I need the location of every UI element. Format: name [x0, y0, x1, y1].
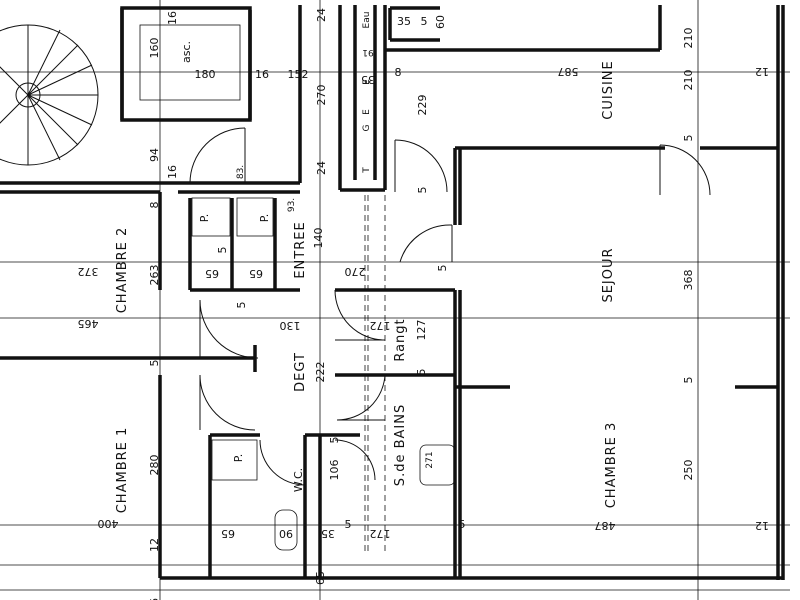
dim-400: 400	[98, 517, 119, 530]
dim-24b: 24	[315, 161, 328, 175]
label-entree: ENTREE	[293, 221, 308, 278]
dim-263: 263	[148, 265, 161, 286]
dim-60: 60	[434, 15, 447, 29]
dim-8b: 8	[395, 66, 402, 79]
dim-5l: 5	[235, 302, 248, 309]
dim-210: 210	[682, 70, 695, 91]
label-t: T	[362, 167, 372, 174]
room-labels: CHAMBRE 2 CHAMBRE 1 CHAMBRE 3 SEJOUR CUI…	[115, 12, 619, 514]
dim-172a: 172	[370, 527, 391, 540]
dim-180: 180	[195, 68, 216, 81]
dim-250: 250	[682, 460, 695, 481]
label-rangt: Rangt	[393, 318, 408, 361]
dim-140: 140	[312, 228, 325, 249]
dim-16b: 16	[255, 68, 269, 81]
walls	[0, 5, 785, 580]
dim-16a: 16	[166, 11, 179, 25]
dim-229: 229	[416, 95, 429, 116]
dim-90: 90	[279, 527, 293, 540]
dim-16d: 16	[148, 598, 161, 600]
dim-210b: 210	[682, 28, 695, 49]
dim-93: 93.	[287, 198, 297, 212]
dim-35b: 35	[397, 15, 411, 28]
dim-487: 487	[595, 519, 616, 532]
label-p1: P.	[198, 214, 211, 222]
dim-5e: 5	[415, 369, 428, 376]
label-eau: Eau	[362, 12, 372, 29]
dim-91: 91	[362, 47, 373, 57]
dim-83: 83.	[236, 165, 246, 179]
label-cuisine: CUISINE	[601, 60, 616, 119]
label-p2: P.	[258, 214, 271, 222]
dim-372: 372	[78, 265, 99, 278]
dim-160: 160	[148, 38, 161, 59]
dim-587: 587	[558, 65, 579, 78]
dim-5d: 5	[345, 518, 352, 531]
dim-5a: 5	[148, 360, 161, 367]
label-asc: asc.	[180, 41, 193, 63]
label-e1: E	[362, 79, 372, 85]
dim-24a: 24	[315, 8, 328, 22]
dim-270b: 270	[345, 265, 366, 278]
dim-65b: 65	[249, 267, 263, 280]
dim-271: 271	[425, 451, 435, 468]
dim-5g: 5	[416, 187, 429, 194]
dim-12a: 12	[148, 538, 161, 552]
dim-465: 465	[78, 317, 99, 330]
dim-5f: 5	[421, 15, 428, 28]
label-sejour: SEJOUR	[601, 247, 616, 302]
label-chambre2: CHAMBRE 2	[115, 227, 130, 314]
label-p3: P.	[232, 454, 245, 462]
dim-127: 127	[415, 320, 428, 341]
dim-222: 222	[314, 362, 327, 383]
dim-94: 94	[148, 148, 161, 162]
doors	[0, 24, 711, 486]
dim-5c: 5	[328, 437, 341, 444]
dim-5b: 5	[216, 247, 229, 254]
dim-368: 368	[682, 270, 695, 291]
dim-5i: 5	[682, 377, 695, 384]
dim-130: 130	[280, 319, 301, 332]
label-degt: DEGT	[293, 352, 308, 392]
label-chambre3: CHAMBRE 3	[604, 422, 619, 509]
dim-12b: 12	[755, 65, 769, 78]
label-e2: E	[362, 109, 372, 115]
dim-152: 152	[288, 68, 309, 81]
dim-280: 280	[148, 455, 161, 476]
label-g: G	[362, 124, 372, 131]
label-wc: W.C.	[292, 468, 305, 492]
dim-5k: 5	[436, 265, 449, 272]
dim-35a: 35	[321, 527, 335, 540]
dim-65c: 65	[221, 527, 235, 540]
dim-8a: 8	[148, 202, 161, 209]
dim-16c: 16	[166, 165, 179, 179]
dim-65a: 65	[205, 267, 219, 280]
dim-106: 106	[328, 460, 341, 481]
dim-65d: 65	[314, 571, 327, 585]
dim-5h: 5	[682, 135, 695, 142]
label-chambre1: CHAMBRE 1	[115, 427, 130, 514]
dim-5j: 5	[459, 518, 466, 531]
dim-35c: 35	[361, 73, 375, 86]
dim-270a: 270	[315, 85, 328, 106]
dim-12c: 12	[755, 519, 769, 532]
label-sdb: S.de BAINS	[393, 404, 408, 486]
dimension-numbers: 16 160 180 16 152 24 270 24 16 94 83. 8 …	[78, 8, 770, 600]
dim-172b: 172	[370, 319, 391, 332]
